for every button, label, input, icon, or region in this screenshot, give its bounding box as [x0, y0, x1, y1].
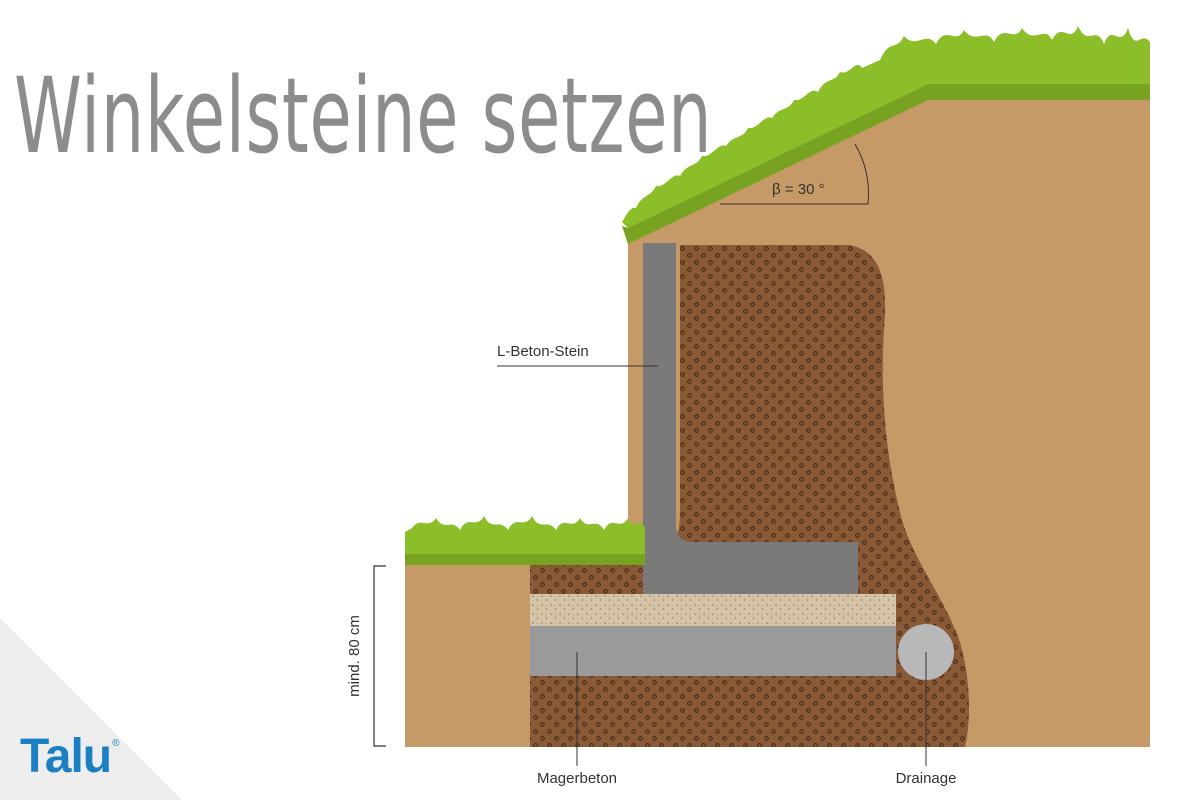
lean-concrete-slab [530, 626, 896, 676]
trademark-symbol: ® [112, 738, 119, 749]
brand-name: Talu [20, 730, 112, 783]
depth-label: mind. 80 cm [346, 615, 363, 697]
upper-grass [622, 26, 1150, 244]
angle-label: β = 30 ° [772, 181, 825, 198]
depth-bracket [373, 565, 386, 747]
corner-decoration [0, 618, 182, 800]
sand-layer [530, 594, 896, 626]
lower-grass [405, 516, 645, 565]
lower-grass-edge [405, 554, 645, 565]
stone-label: L-Beton-Stein [497, 343, 589, 360]
page-title: Winkelsteine setzen [14, 55, 713, 177]
drainage-label: Drainage [896, 770, 957, 787]
angle-arc [854, 143, 869, 205]
l-concrete-stone [643, 243, 858, 594]
lean-concrete-label: Magerbeton [537, 770, 617, 787]
brand-logo[interactable]: Talu® [20, 730, 120, 783]
